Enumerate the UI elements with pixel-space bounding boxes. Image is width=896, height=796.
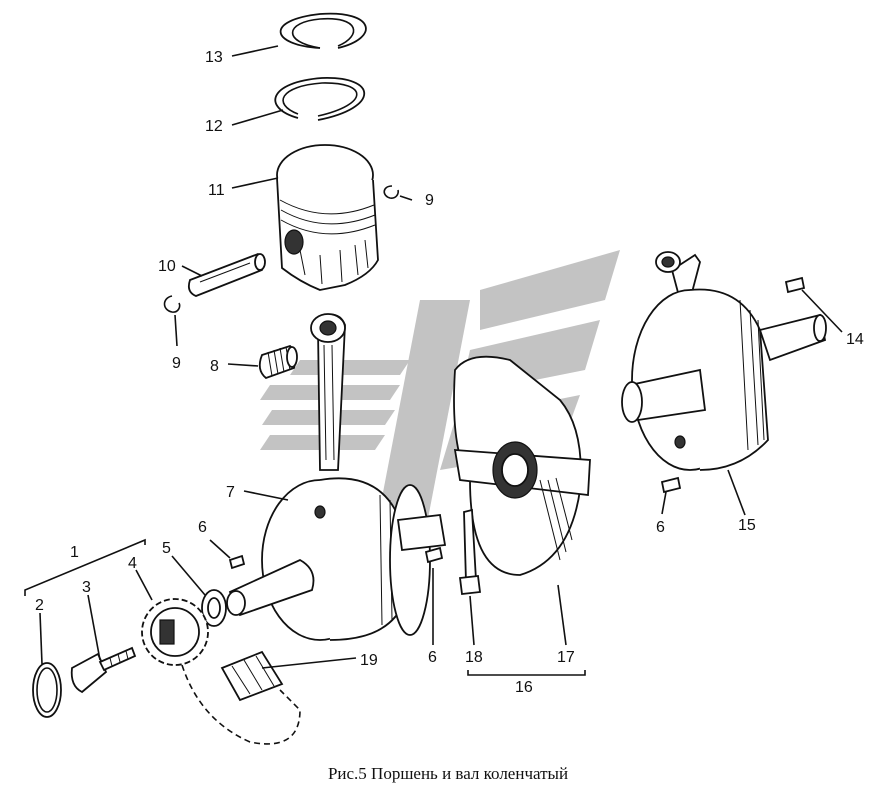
- callout-19: 19: [360, 652, 378, 669]
- callout-6-middle: 6: [428, 649, 437, 666]
- key-middle: [424, 546, 444, 564]
- needle-bearing: [258, 345, 298, 380]
- piston-pin: [187, 253, 266, 297]
- tie-bolt: [458, 508, 482, 595]
- callout-9-right: 9: [425, 192, 434, 209]
- callout-2: 2: [35, 597, 44, 614]
- callout-13: 13: [205, 49, 223, 66]
- crank-half: [453, 355, 591, 576]
- callout-11: 11: [208, 182, 225, 199]
- callout-3: 3: [82, 579, 91, 596]
- callout-1: 1: [70, 544, 79, 561]
- callout-4: 4: [128, 555, 137, 572]
- callout-14: 14: [846, 331, 864, 348]
- circlip-right: [383, 185, 399, 199]
- piston-ring-lower: [274, 77, 365, 121]
- key-left: [228, 554, 246, 570]
- callout-10: 10: [158, 258, 176, 275]
- sprocket-bolt: [70, 646, 137, 694]
- piston: [276, 144, 379, 291]
- piston-ring-upper: [279, 12, 367, 49]
- callout-5: 5: [162, 540, 171, 557]
- callout-18: 18: [465, 649, 483, 666]
- sprocket: [141, 598, 209, 666]
- callout-7: 7: [226, 484, 235, 501]
- callout-17: 17: [557, 649, 575, 666]
- washer: [201, 589, 227, 627]
- callout-6-right: 6: [656, 519, 665, 536]
- key-top-right: [784, 276, 806, 294]
- callout-12: 12: [205, 118, 223, 135]
- callout-9-left: 9: [172, 355, 181, 372]
- drive-chain: [181, 650, 301, 745]
- crankshaft-assembly: [226, 313, 447, 641]
- leader-lines: [24, 45, 843, 676]
- callout-15: 15: [738, 517, 756, 534]
- o-ring: [32, 662, 62, 718]
- callout-8: 8: [210, 358, 219, 375]
- key-right: [660, 476, 682, 494]
- circlip-left: [163, 295, 181, 313]
- figure-caption: Рис.5 Поршень и вал коленчатый: [327, 764, 569, 783]
- callout-16: 16: [515, 679, 533, 696]
- crankshaft-right: [621, 251, 827, 471]
- callout-6-left: 6: [198, 519, 207, 536]
